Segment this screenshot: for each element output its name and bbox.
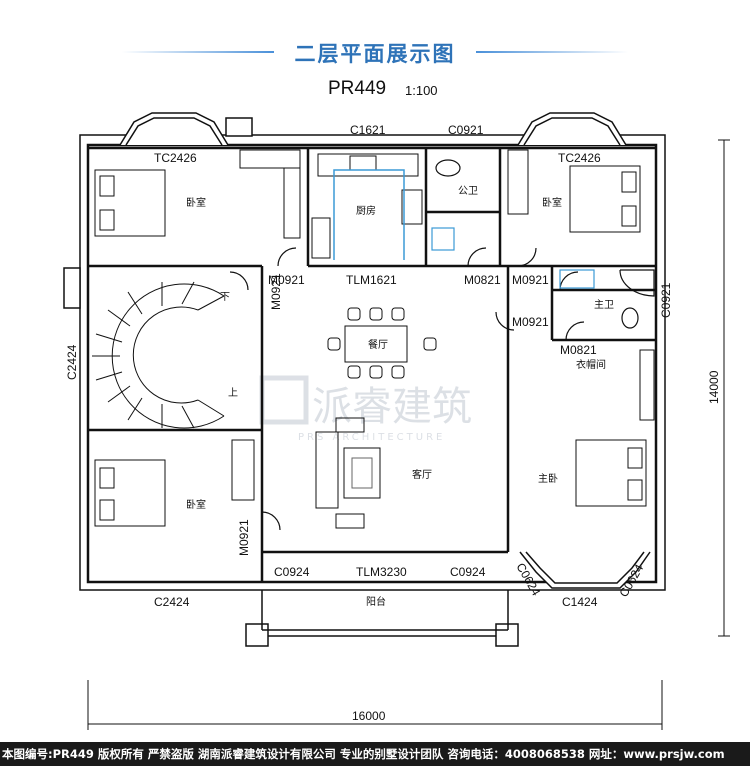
interior-walls	[88, 148, 656, 582]
dimension-width: 16000	[352, 709, 386, 723]
bay-windows-top	[119, 112, 627, 146]
chimney	[63, 267, 81, 309]
label-c2424-left: C2424	[65, 344, 79, 380]
label-m0921-a: M0921	[268, 273, 305, 287]
label-m0821-a: M0821	[464, 273, 501, 287]
watermark-cn: 派睿建筑	[312, 384, 472, 430]
room-bedroom-nw: 卧室	[186, 196, 206, 209]
label-c0921-right: C0921	[659, 282, 673, 318]
stair-up-label: 上	[228, 387, 238, 399]
room-public-bath: 公卫	[458, 186, 478, 197]
beds	[94, 165, 647, 527]
label-c0924-a: C0924	[274, 565, 310, 579]
label-c0921-top: C0921	[448, 123, 484, 137]
stair-down-label: 下	[220, 292, 230, 303]
label-tc2426-right: TC2426	[558, 151, 601, 165]
outer-walls	[79, 134, 666, 591]
room-dining: 餐厅	[368, 338, 388, 351]
plan-scale: 1:100	[405, 83, 438, 98]
room-balcony: 阳台	[366, 595, 386, 608]
dimension-height: 14000	[707, 370, 721, 404]
label-m0921-b: M0921	[269, 273, 283, 310]
dimension-lines	[87, 139, 730, 730]
plan-code: PR449	[328, 78, 387, 99]
label-tlm1621: TLM1621	[346, 273, 397, 287]
label-c1424: C1424	[562, 595, 598, 609]
label-tc2426-left: TC2426	[154, 151, 197, 165]
room-bedroom-ne: 卧室	[542, 196, 562, 209]
label-c0924-b: C0924	[450, 565, 486, 579]
label-m0921-e: M0921	[237, 519, 251, 556]
title-rule-left	[122, 51, 274, 53]
bath-fixtures	[431, 159, 655, 329]
balcony-outline	[245, 590, 519, 647]
wardrobes	[231, 149, 655, 501]
label-tlm3230: TLM3230	[356, 565, 407, 579]
label-m0821-b: M0821	[560, 343, 597, 357]
living-sofa	[315, 417, 381, 529]
room-master-bath: 主卫	[594, 299, 614, 311]
room-kitchen: 厨房	[356, 204, 376, 217]
watermark-en: PRS ARCHITECTURE	[298, 432, 445, 443]
title-rule-right	[476, 51, 628, 53]
room-master-bed: 主卧	[538, 472, 558, 485]
label-m0921-d: M0921	[512, 315, 549, 329]
room-living: 客厅	[412, 468, 432, 481]
room-closet: 衣帽间	[576, 358, 606, 371]
kitchen-counter	[311, 153, 423, 260]
bay-window-bottom	[519, 551, 651, 589]
label-m0921-c: M0921	[512, 273, 549, 287]
spiral-stairs	[92, 281, 225, 429]
label-c2424-bottom: C2424	[154, 595, 190, 609]
watermark: 派睿建筑 PRS ARCHITECTURE	[259, 375, 472, 443]
floor-plan: 派睿建筑 PRS ARCHITECTURE	[63, 112, 730, 730]
page-title: 二层平面展示图	[294, 42, 456, 66]
label-c1621: C1621	[350, 123, 386, 137]
dining-table	[327, 307, 437, 379]
room-bedroom-sw: 卧室	[186, 498, 206, 511]
footer-banner: 本图编号:PR449 版权所有 严禁盗版 湖南派睿建筑设计有限公司 专业的别墅设…	[0, 742, 750, 766]
